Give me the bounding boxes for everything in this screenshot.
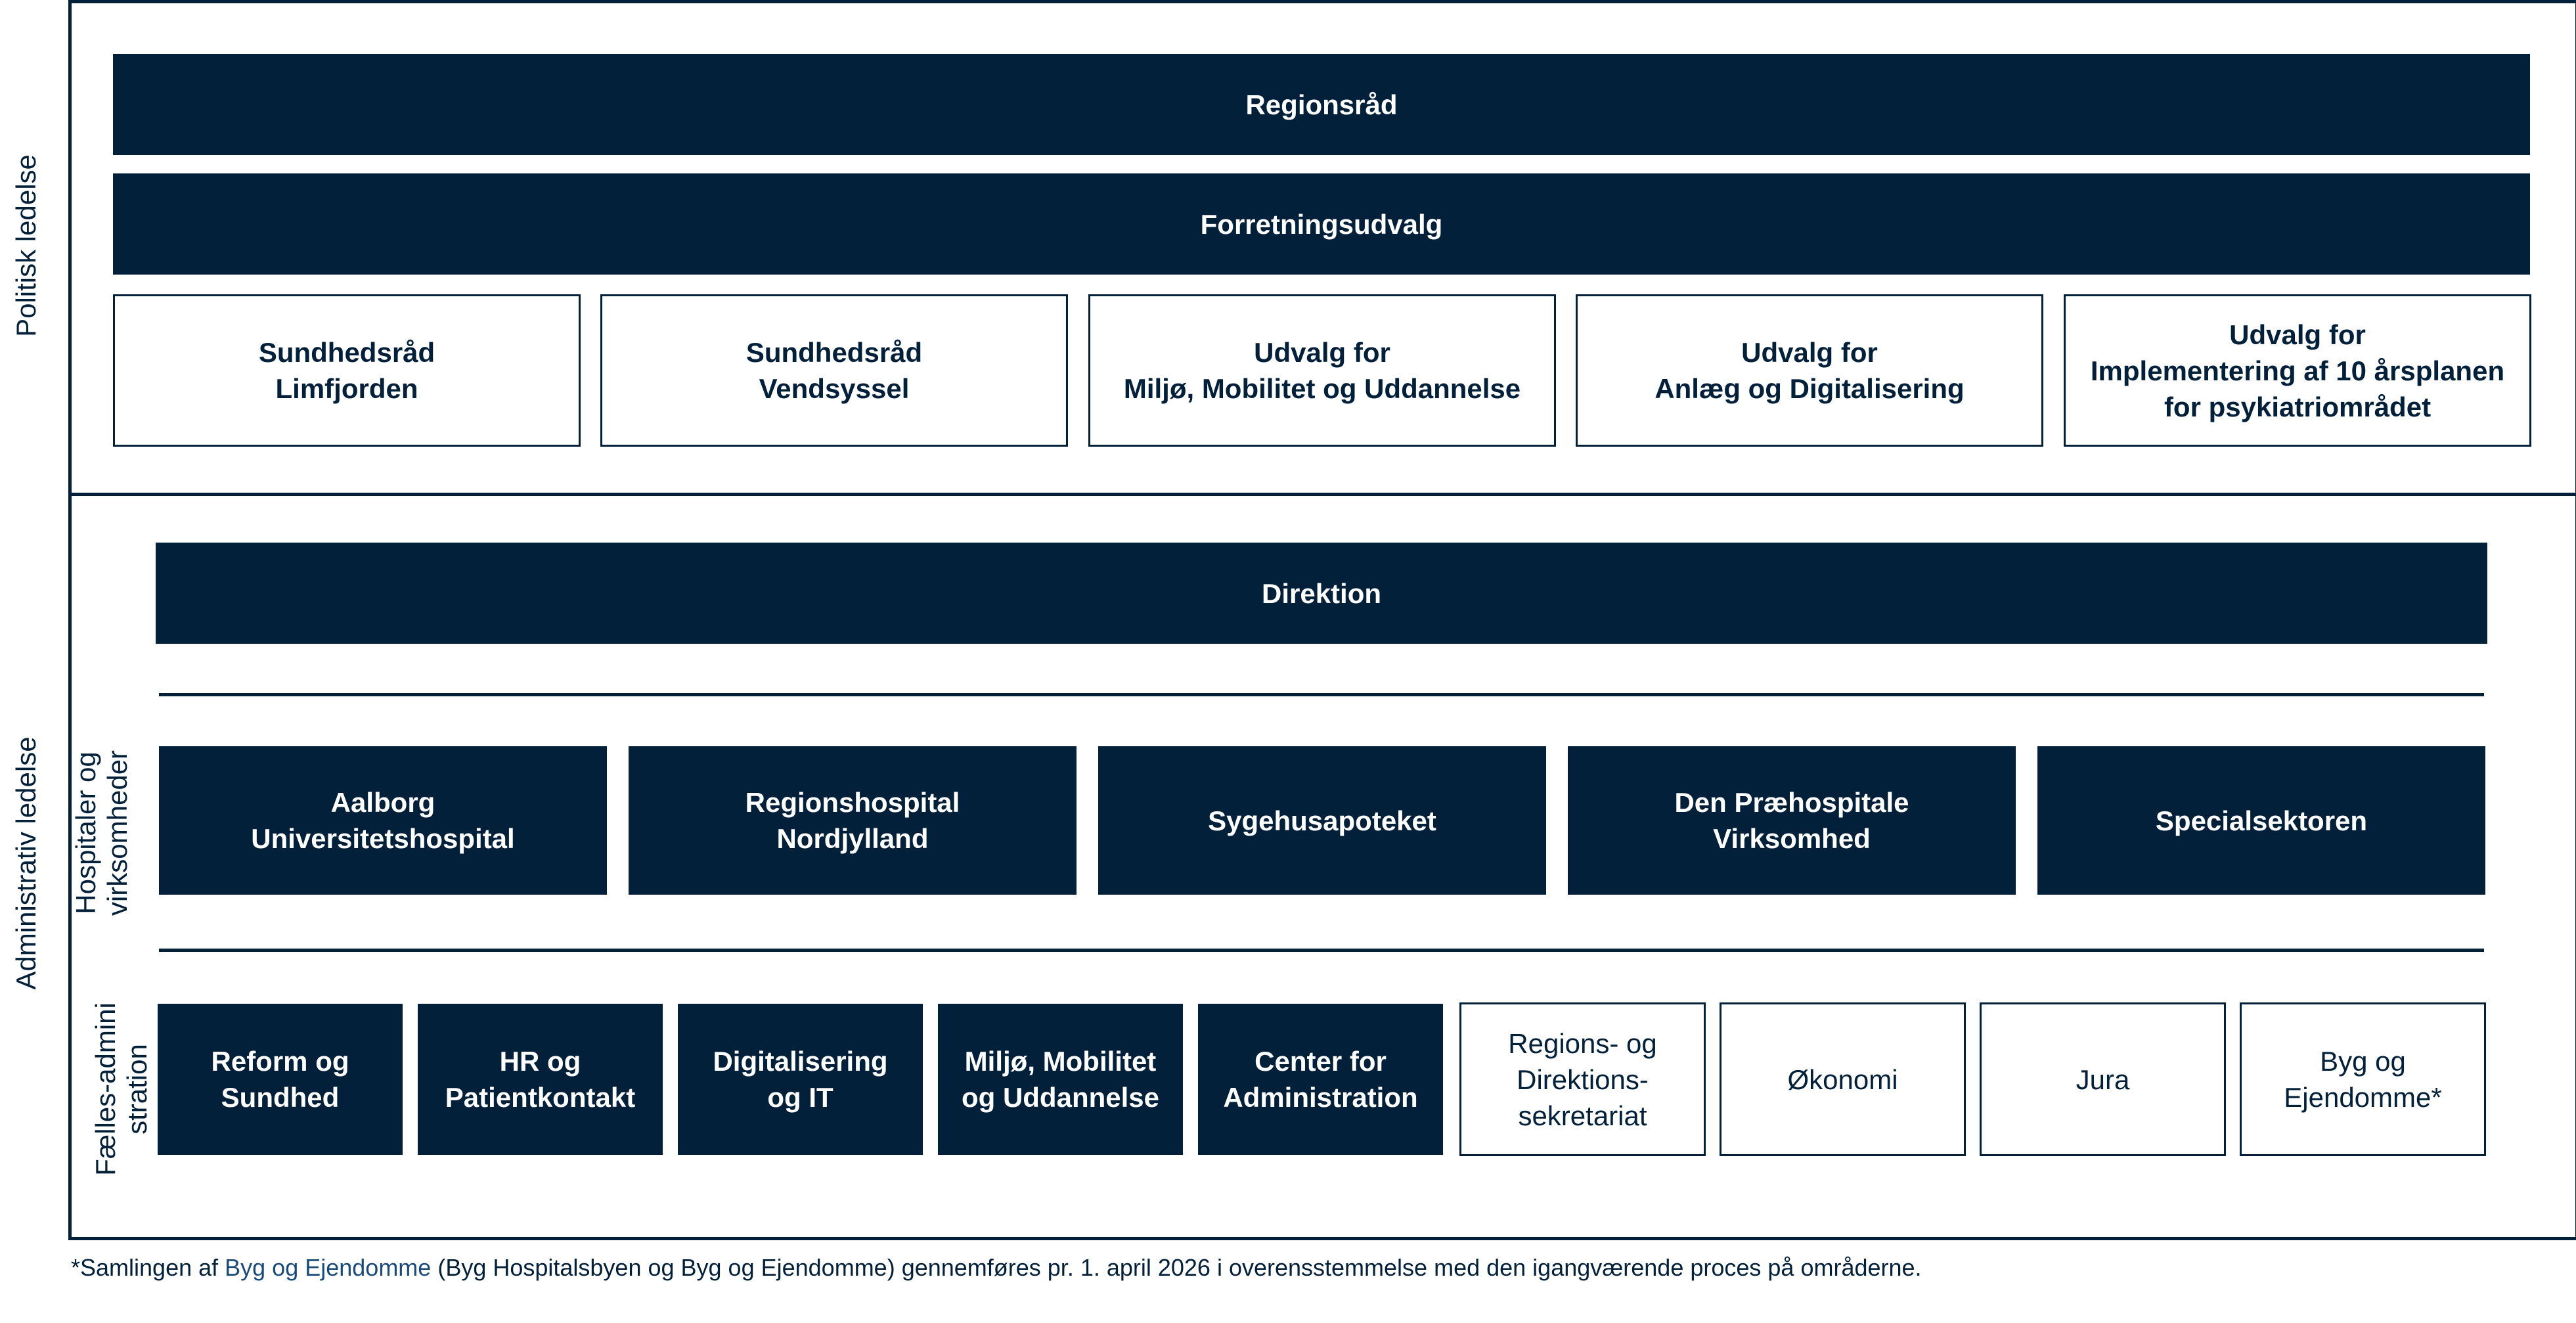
footnote: *Samlingen af Byg og Ejendomme (Byg Hosp…: [71, 1253, 1922, 1282]
hospital-box: Regionshospital Nordjylland: [629, 746, 1077, 895]
shared-admin-box: Økonomi: [1720, 1002, 1966, 1156]
committee-box: Sundhedsråd Limfjorden: [113, 294, 581, 447]
shared-admin-box: Jura: [1980, 1002, 2226, 1156]
hospital-box: Specialsektoren: [2037, 746, 2485, 895]
shared-admin-box: HR og Patientkontakt: [418, 1004, 663, 1155]
political-leadership-label: Politisk ledelse: [11, 154, 41, 337]
divider-line: [159, 949, 2484, 952]
footnote-prefix: *Samlingen af: [71, 1254, 225, 1281]
regionsraad-box: Regionsråd: [113, 54, 2530, 155]
shared-admin-box: Miljø, Mobilitet og Uddannelse: [938, 1004, 1183, 1155]
shared-admin-box: Center for Administration: [1198, 1004, 1443, 1155]
forretningsudvalg-box: Forretningsudvalg: [113, 173, 2530, 275]
hospital-box: Sygehusapoteket: [1098, 746, 1546, 895]
shared-admin-box: Regions- og Direktions- sekretariat: [1459, 1002, 1706, 1156]
footnote-accent: Byg og Ejendomme: [225, 1254, 432, 1281]
committee-box: Udvalg for Implementering af 10 årsplane…: [2064, 294, 2531, 447]
hospital-box: Aalborg Universitetshospital: [159, 746, 607, 895]
shared-admin-box: Reform og Sundhed: [158, 1004, 403, 1155]
shared-admin-box: Digitalisering og IT: [678, 1004, 923, 1155]
hospital-box: Den Præhospitale Virksomhed: [1568, 746, 2016, 895]
administrative-leadership-label: Administrativ ledelse: [11, 736, 41, 990]
footnote-suffix: (Byg Hospitalsbyen og Byg og Ejendomme) …: [431, 1254, 1922, 1281]
committee-box: Sundhedsråd Vendsyssel: [600, 294, 1068, 447]
committee-box: Udvalg for Anlæg og Digitalisering: [1576, 294, 2043, 447]
direktion-box: Direktion: [156, 543, 2487, 644]
divider-line: [159, 693, 2484, 696]
hospitals-label: Hospitaler og virksomheder: [70, 750, 133, 916]
shared-admin-box: Byg og Ejendomme*: [2240, 1002, 2486, 1156]
shared-admin-label: Fælles-administration: [90, 1002, 152, 1176]
committee-box: Udvalg for Miljø, Mobilitet og Uddannels…: [1088, 294, 1556, 447]
